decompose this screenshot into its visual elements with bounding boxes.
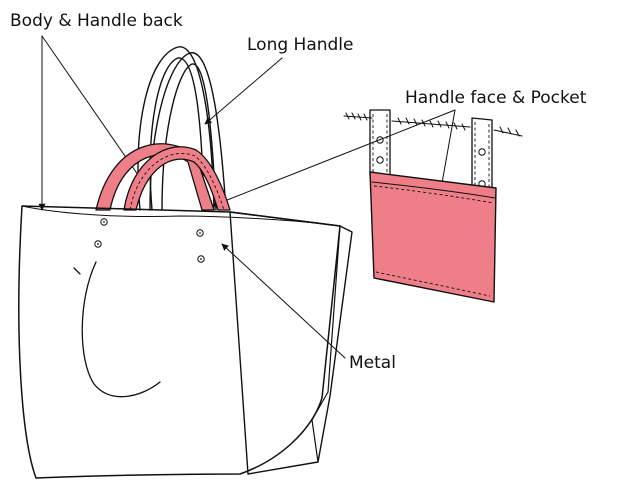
long-handle-front-strap bbox=[149, 52, 227, 211]
short-handle-front bbox=[123, 146, 231, 211]
bag-back-panel bbox=[229, 211, 353, 475]
pocket-stitch-top bbox=[373, 185, 494, 204]
strap-rivet bbox=[376, 136, 384, 144]
label-handle-face-pocket: Handle face & Pocket bbox=[405, 88, 587, 108]
tote-bag bbox=[18, 46, 353, 479]
pocket-strap-left-stitch bbox=[372, 114, 388, 173]
strap-rivet bbox=[376, 156, 384, 164]
leader-lines bbox=[38, 35, 456, 359]
cut-line-hatch bbox=[345, 112, 520, 137]
rivet bbox=[94, 240, 102, 248]
arrow-handle-face bbox=[211, 109, 456, 207]
rivet bbox=[100, 218, 108, 226]
pocket-strap-right-stitch bbox=[474, 122, 490, 190]
rivet bbox=[196, 229, 204, 237]
bag-side-gusset bbox=[311, 225, 341, 463]
long-handle-front-strap-inner bbox=[161, 63, 217, 211]
arrow-metal bbox=[221, 243, 346, 359]
metal-rivets bbox=[94, 218, 205, 263]
bag-rim-edge bbox=[21, 205, 341, 227]
label-metal: Metal bbox=[349, 353, 396, 373]
bag-fold-curve bbox=[81, 261, 161, 398]
pocket-top-edge bbox=[371, 181, 496, 199]
pocket-stitch-bottom bbox=[375, 271, 491, 297]
long-handle-back-strap-inner bbox=[149, 57, 205, 211]
long-handle-back-strap bbox=[137, 46, 215, 211]
label-long-handle: Long Handle bbox=[247, 35, 354, 55]
pocket-detail bbox=[343, 109, 523, 303]
strap-rivet bbox=[478, 148, 486, 156]
pocket-body bbox=[369, 171, 497, 303]
short-handle-back bbox=[95, 143, 215, 211]
bag-fold-curve-inner bbox=[73, 267, 81, 275]
bag-front-panel bbox=[18, 205, 341, 479]
rivet bbox=[197, 255, 205, 263]
arrow-long-handle bbox=[204, 57, 283, 125]
label-body-handle-back: Body & Handle back bbox=[10, 11, 183, 31]
